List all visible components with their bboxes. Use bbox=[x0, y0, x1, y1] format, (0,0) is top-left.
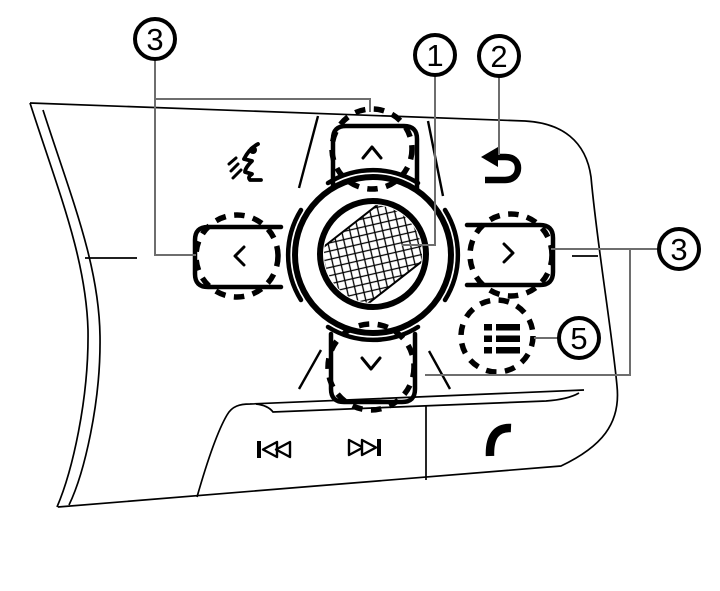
next-track-icon bbox=[347, 438, 381, 457]
center-dial bbox=[317, 198, 429, 310]
previous-track-icon bbox=[257, 440, 292, 459]
chevron-up-icon bbox=[361, 145, 383, 160]
up-button-highlight bbox=[329, 106, 415, 192]
callout-2: 2 bbox=[477, 34, 521, 78]
callout-3-left: 3 bbox=[133, 17, 177, 61]
right-button-highlight bbox=[467, 211, 555, 299]
row-shelf-line bbox=[255, 392, 580, 413]
menu-list-icon bbox=[484, 324, 520, 354]
control-pod-outline bbox=[29, 102, 619, 508]
back-arrow-icon bbox=[481, 147, 522, 184]
callout-2-label: 2 bbox=[490, 39, 507, 74]
chevron-down-icon bbox=[360, 356, 382, 371]
bottom-button-row bbox=[196, 389, 585, 498]
left-button-highlight bbox=[193, 212, 281, 300]
voice-control-icon bbox=[227, 142, 263, 182]
callout-1-label: 1 bbox=[426, 38, 443, 73]
callout-5: 5 bbox=[557, 316, 601, 360]
row-top-edge bbox=[196, 389, 585, 498]
dashed-highlight-circles bbox=[193, 106, 555, 413]
callout-1: 1 bbox=[413, 33, 457, 77]
phone-icon bbox=[485, 423, 512, 457]
steering-wheel-rim bbox=[29, 102, 101, 508]
menu-button-highlight bbox=[458, 297, 536, 375]
chevron-left-icon bbox=[233, 245, 246, 267]
callout-connectors bbox=[154, 59, 659, 376]
callout-3-left-label: 3 bbox=[146, 22, 163, 57]
pod-inner-arcs bbox=[285, 167, 461, 343]
callout-5-label: 5 bbox=[570, 321, 587, 356]
callout-3-right-label: 3 bbox=[670, 232, 687, 267]
chevron-right-icon bbox=[502, 242, 515, 264]
callout-3-right: 3 bbox=[657, 227, 701, 271]
down-button-highlight bbox=[325, 321, 417, 413]
